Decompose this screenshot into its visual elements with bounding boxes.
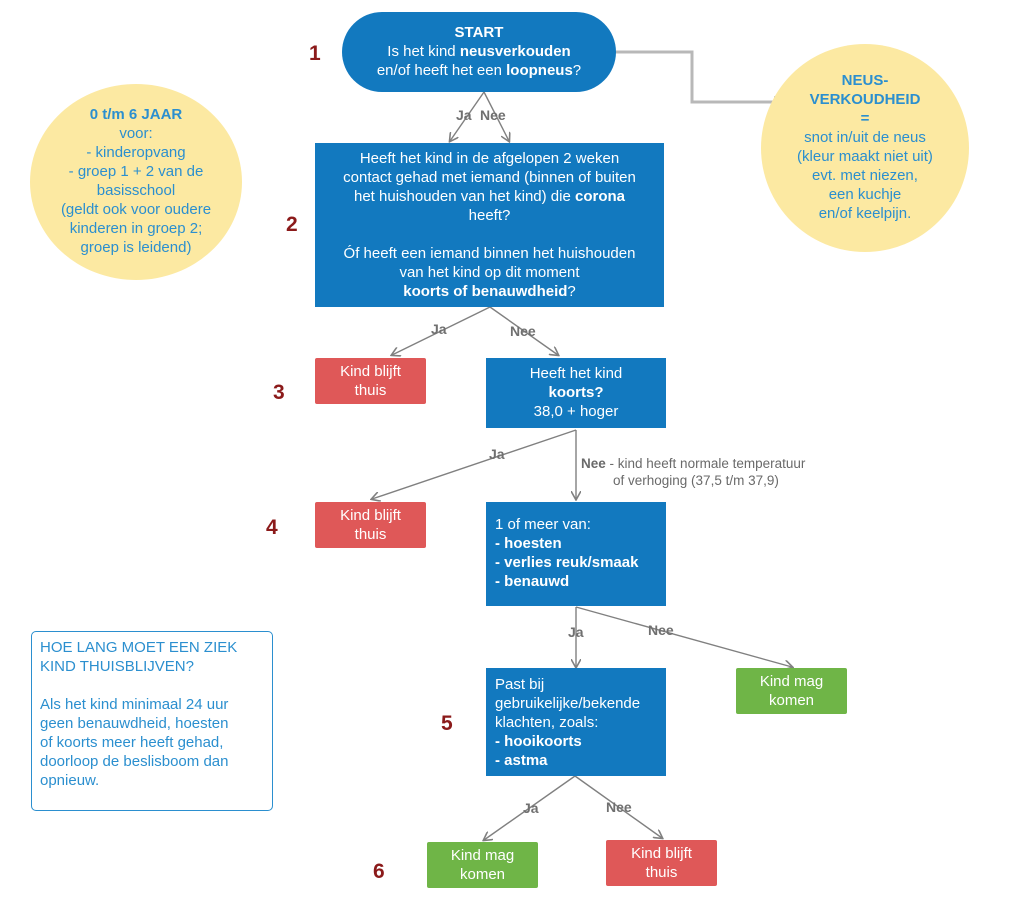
q2-line: Heeft het kind in de afgelopen 2 weken	[359, 150, 620, 167]
start-question-line-2: en/of heeft het een loopneus?	[376, 62, 582, 79]
age-note-line: (geldt ook voor oudere	[60, 201, 212, 218]
q2-line: koorts of benauwdheid?	[403, 283, 576, 300]
question-3-box: Heeft het kind koorts? 38,0 + hoger	[486, 358, 666, 428]
outcome-line: Kind blijft	[340, 363, 401, 380]
outcome-may-come: Kind mag komen	[736, 668, 847, 714]
age-note-circle: 0 t/m 6 JAAR voor: - kinderopvang - groe…	[30, 84, 242, 280]
info-title: HOE LANG MOET EEN ZIEK	[40, 639, 238, 656]
outcome-line: Kind mag	[759, 673, 824, 690]
outcome-line: Kind blijft	[631, 845, 692, 862]
info-title: KIND THUISBLIJVEN?	[40, 658, 194, 675]
q4-line: 1 of meer van:	[495, 516, 591, 533]
cold-note-line: evt. met niezen,	[812, 167, 918, 184]
outcome-line: thuis	[354, 526, 387, 543]
info-body-line: opnieuw.	[40, 772, 100, 789]
cold-note-line: (kleur maakt niet uit)	[797, 148, 933, 165]
q5-line: klachten, zoals:	[495, 714, 599, 731]
outcome-stay-home: Kind blijft thuis	[315, 502, 426, 548]
outcome-may-come: Kind mag komen	[427, 842, 538, 888]
step-number-1: 1	[309, 42, 321, 65]
start-question-line-1: Is het kind neusverkouden	[387, 43, 571, 60]
label-nee: Nee	[606, 799, 632, 815]
label-nee: Nee	[480, 107, 506, 123]
start-title: START	[454, 24, 504, 41]
q4-item: - verlies reuk/smaak	[495, 554, 639, 571]
step-number-5: 5	[441, 712, 453, 735]
q4-item: - hoesten	[495, 535, 562, 552]
cold-note-line: snot in/uit de neus	[804, 129, 926, 146]
label-ja: Ja	[568, 624, 584, 640]
q3-line: 38,0 + hoger	[533, 403, 619, 420]
q5-line: gebruikelijke/bekende	[495, 695, 641, 712]
q2-line: van het kind op dit moment	[399, 264, 580, 281]
note-line: Nee - kind heeft normale temperatuur	[581, 456, 806, 471]
q5-line: Past bij	[495, 676, 545, 693]
label-ja: Ja	[523, 800, 539, 816]
note-line: of verhoging (37,5 t/m 37,9)	[613, 473, 779, 488]
step-number-2: 2	[286, 213, 298, 236]
outcome-line: komen	[768, 692, 815, 709]
q5-item: - hooikoorts	[495, 733, 582, 750]
age-note-line: groep is leidend)	[80, 239, 192, 256]
question-4-box: 1 of meer van: - hoesten - verlies reuk/…	[486, 502, 666, 606]
cold-note-title: VERKOUDHEID	[809, 91, 921, 108]
outcome-line: Kind mag	[450, 847, 515, 864]
age-note-line: - groep 1 + 2 van de	[68, 163, 204, 180]
label-nee: Nee	[648, 622, 674, 638]
info-body-line: doorloop de beslisboom dan	[40, 753, 229, 770]
age-note-title: 0 t/m 6 JAAR	[89, 106, 183, 123]
age-note-line: - kinderopvang	[86, 144, 186, 161]
arrow-start-nee	[483, 91, 509, 141]
age-note-line: kinderen in groep 2;	[69, 220, 203, 237]
arrow-q3-ja	[372, 429, 577, 499]
outcome-line: Kind blijft	[340, 507, 401, 524]
cold-note-circle: NEUS- VERKOUDHEID = snot in/uit de neus …	[761, 44, 969, 252]
cold-note-equals: =	[860, 110, 870, 127]
info-body-line: geen benauwdheid, hoesten	[40, 715, 229, 732]
q2-line: het huishouden van het kind) die corona	[353, 188, 625, 205]
outcome-line: komen	[459, 866, 506, 883]
q3-line: Heeft het kind	[529, 365, 623, 382]
outcome-stay-home: Kind blijft thuis	[606, 840, 717, 886]
info-box: HOE LANG MOET EEN ZIEK KIND THUISBLIJVEN…	[31, 631, 273, 811]
label-ja: Ja	[431, 321, 447, 337]
info-spacer	[40, 676, 272, 695]
arrow-start-to-cold-note	[614, 50, 786, 108]
cold-note-line: een kuchje	[828, 186, 902, 203]
arrow-start-ja	[450, 91, 485, 141]
outcome-stay-home: Kind blijft thuis	[315, 358, 426, 404]
q2-line: contact gehad met iemand (binnen of buit…	[343, 169, 636, 186]
info-body-line: Als het kind minimaal 24 uur	[40, 696, 229, 713]
q5-item: - astma	[495, 752, 548, 769]
q4-item: - benauwd	[495, 573, 570, 590]
arrow-q4-nee	[575, 606, 792, 667]
label-ja: Ja	[489, 446, 505, 462]
label-ja: Ja	[456, 107, 472, 123]
age-note-line: voor:	[119, 125, 153, 142]
outcome-line: thuis	[354, 382, 387, 399]
age-note-line: basisschool	[96, 182, 176, 199]
arrow-q2-ja	[392, 306, 491, 355]
label-nee: Nee	[510, 323, 536, 339]
label-nee-temperature-note: Nee - kind heeft normale temperatuur of …	[581, 455, 805, 489]
arrow-q2-nee	[489, 306, 558, 355]
step-number-4: 4	[266, 516, 278, 539]
outcome-line: thuis	[645, 864, 678, 881]
step-number-3: 3	[273, 381, 285, 404]
arrow-q5-ja	[484, 775, 576, 840]
question-5-box: Past bij gebruikelijke/bekende klachten,…	[486, 668, 666, 776]
q2-spacer	[315, 225, 664, 244]
q2-line: Óf heeft een iemand binnen het huishoude…	[343, 245, 636, 262]
question-2-box: Heeft het kind in de afgelopen 2 weken c…	[315, 143, 664, 307]
step-number-6: 6	[373, 860, 385, 883]
start-node: START Is het kind neusverkouden en/of he…	[342, 12, 616, 92]
q2-line: heeft?	[468, 207, 511, 224]
cold-note-title: NEUS-	[841, 72, 889, 89]
cold-note-line: en/of keelpijn.	[818, 205, 912, 222]
q3-line: koorts?	[548, 384, 604, 401]
info-body-line: of koorts meer heeft gehad,	[40, 734, 224, 751]
arrow-q5-nee	[574, 775, 662, 838]
